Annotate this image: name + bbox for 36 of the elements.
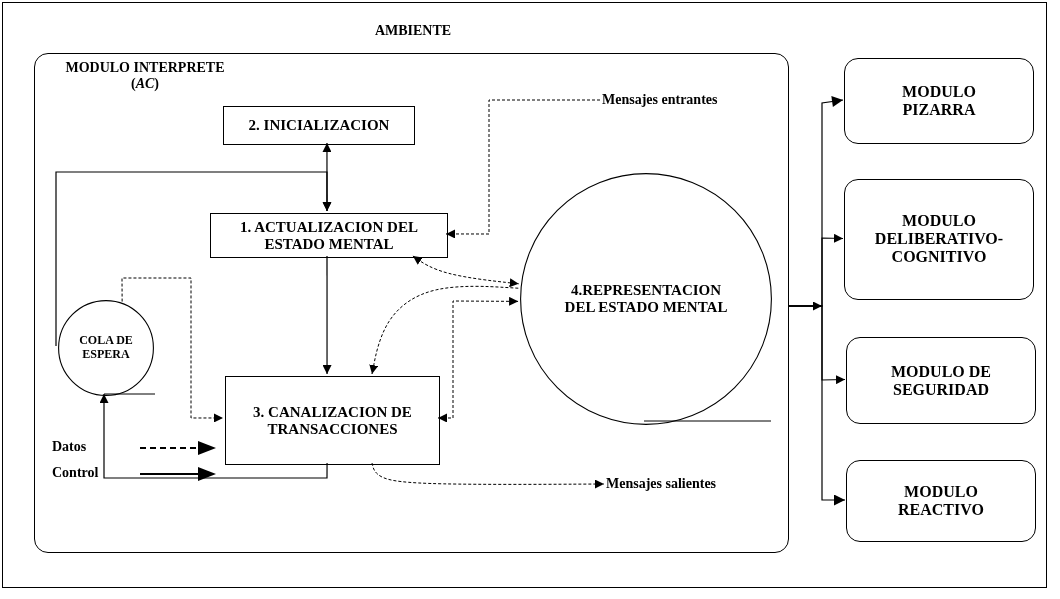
process-box: [2, 2, 1047, 588]
node-label: MODULO REACTIVO: [897, 482, 985, 520]
arrow: [55, 171, 332, 347]
node-label: MODULO DELIBERATIVO-COGNITIVO: [873, 211, 1005, 268]
node-label: 2. INICIALIZACION: [247, 116, 391, 135]
arrow: [99, 393, 328, 479]
module-box: [846, 460, 1036, 542]
arrow: [322, 255, 332, 375]
data-store-circle: [520, 173, 772, 425]
dashed-arrow: [121, 277, 224, 423]
heading: MODULO INTERPRETE (AC): [64, 60, 226, 93]
arrow: [787, 301, 823, 311]
legend-label: Datos: [52, 439, 87, 456]
dashed-arrow: [437, 296, 519, 423]
message-text: Mensajes salientes: [606, 476, 717, 493]
module-box: [846, 337, 1036, 424]
node-label: 3. CANALIZACION DE TRANSACCIONES: [252, 403, 413, 438]
process-box: [223, 106, 415, 145]
process-box: [210, 213, 448, 258]
dashed-arrow: [445, 99, 601, 239]
node-label: 4.REPRESENTACION DEL ESTADO MENTAL: [563, 281, 729, 317]
module-box: [844, 179, 1034, 300]
node-label: 1. ACTUALIZACION DEL ESTADO MENTAL: [239, 218, 419, 253]
module-box: [844, 58, 1034, 144]
node-label: MODULO PIZARRA: [901, 82, 977, 120]
heading: AMBIENTE: [373, 23, 453, 40]
node-label: MODULO DE SEGURIDAD: [890, 362, 992, 399]
process-box: [225, 376, 440, 465]
dashed-arrow: [412, 255, 520, 288]
node-label: COLA DE ESPERA: [78, 334, 134, 362]
message-text: Mensajes entrantes: [602, 92, 718, 109]
module-box: [34, 53, 789, 553]
dashed-arrow: [369, 285, 519, 375]
dashed-arrow: [371, 462, 605, 489]
data-store-circle: [58, 300, 154, 396]
legend-label: Control: [52, 465, 99, 482]
